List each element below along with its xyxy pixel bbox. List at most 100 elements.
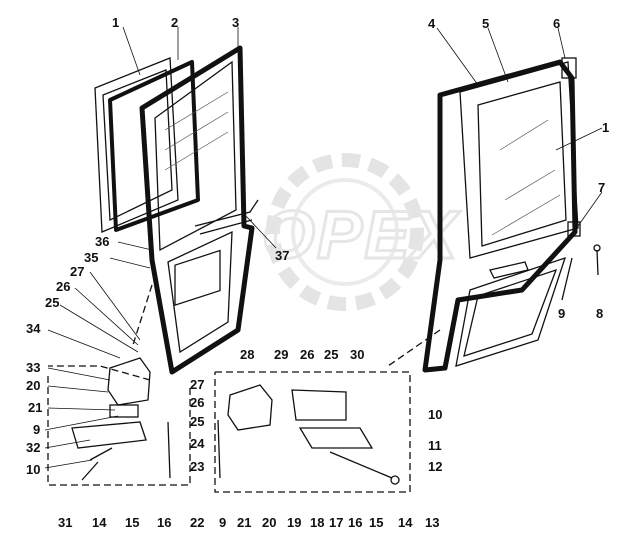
left-door-frame-inner	[154, 60, 237, 252]
callout-15: 15	[125, 515, 139, 530]
right-glass-hatch	[499, 119, 549, 151]
watermark-text: OPEX	[262, 197, 461, 273]
left-glass-hatch	[164, 131, 229, 171]
watermark-gear	[266, 153, 424, 311]
detail-frames	[47, 284, 441, 493]
callout-1: 1	[112, 15, 119, 30]
left-door-assembly	[94, 45, 259, 375]
callout-14-b: 14	[398, 515, 413, 530]
leader-lines	[44, 26, 603, 469]
right-door-handle	[489, 261, 529, 279]
right-lower-hinge	[567, 221, 581, 237]
right-upper-hinge	[561, 57, 577, 79]
watermark-gear-inner	[291, 178, 399, 286]
left-hinge-pin	[81, 461, 99, 481]
left-detail-leader	[131, 284, 153, 349]
callout-24: 24	[190, 436, 205, 451]
callout-8: 8	[596, 306, 603, 321]
callout-10: 10	[26, 462, 40, 477]
right-hinge-plate	[291, 389, 347, 421]
left-seal	[108, 60, 200, 232]
callout-29: 29	[274, 347, 288, 362]
callout-27-b: 27	[190, 377, 204, 392]
callout-32: 32	[26, 440, 40, 455]
left-hinge-bracket	[107, 357, 151, 406]
callout-12: 12	[428, 459, 442, 474]
callout-15-b: 15	[369, 515, 383, 530]
callout-6: 6	[553, 16, 560, 31]
left-glass-panel	[94, 57, 179, 233]
callout-9: 9	[33, 422, 40, 437]
right-vertical-bar	[217, 419, 221, 479]
left-door-frame	[139, 45, 255, 375]
callout-37: 37	[275, 248, 289, 263]
callout-21-b: 21	[237, 515, 251, 530]
right-door-lower-inner	[463, 268, 558, 357]
screw-8	[596, 249, 599, 276]
right-hinge-detail	[217, 384, 400, 485]
callout-7: 7	[598, 180, 605, 195]
callout-3: 3	[232, 15, 239, 30]
right-glass-hatch	[504, 169, 556, 201]
callout-33: 33	[26, 360, 40, 375]
callout-17: 17	[329, 515, 343, 530]
callout-27: 27	[70, 264, 84, 279]
left-hinge-plate	[109, 404, 139, 418]
callout-4: 4	[428, 16, 436, 31]
right-hinge-nut	[390, 475, 400, 485]
callout-34: 34	[26, 321, 41, 336]
callout-20: 20	[26, 378, 40, 393]
left-glass-hatch	[164, 91, 229, 131]
right-glass-panel	[477, 81, 567, 247]
left-hinge-bar	[71, 421, 147, 449]
right-door-frame	[459, 61, 579, 259]
callout-19: 19	[287, 515, 301, 530]
left-glass-hatch	[164, 111, 229, 151]
callout-1-right: 1	[602, 120, 609, 135]
callout-31: 31	[58, 515, 72, 530]
callout-35: 35	[84, 250, 98, 265]
callout-26-c: 26	[190, 395, 204, 410]
right-hinge-bar	[298, 427, 374, 449]
callout-9-right: 9	[558, 306, 565, 321]
left-detail-frame	[47, 365, 191, 486]
callout-10-b: 10	[428, 407, 442, 422]
callout-23: 23	[190, 459, 204, 474]
right-door-seal	[422, 59, 578, 373]
callout-2: 2	[171, 15, 178, 30]
callout-16: 16	[157, 515, 171, 530]
callout-28: 28	[240, 347, 254, 362]
callout-25: 25	[45, 295, 59, 310]
screw-8-head	[593, 244, 601, 252]
right-detail-frame	[214, 371, 411, 493]
callout-22: 22	[190, 515, 204, 530]
left-door-lower-panel	[167, 230, 233, 354]
callout-5: 5	[482, 16, 489, 31]
callout-25-b: 25	[324, 347, 338, 362]
callout-21: 21	[28, 400, 42, 415]
left-door-handle	[194, 199, 259, 235]
callout-26: 26	[56, 279, 70, 294]
callout-36: 36	[95, 234, 109, 249]
callout-13: 13	[425, 515, 439, 530]
right-door-assembly	[422, 57, 601, 373]
callout-30: 30	[350, 347, 364, 362]
left-door-handle-box	[174, 249, 221, 307]
left-glass-panel-inner	[102, 69, 173, 222]
left-hinge-detail	[71, 357, 171, 481]
opex-watermark: OPEX	[261, 153, 461, 311]
left-hinge-bolt	[89, 447, 113, 461]
callout-11: 11	[428, 438, 442, 453]
right-door-lower-panel	[455, 256, 567, 367]
callout-14: 14	[92, 515, 107, 530]
screw-9	[561, 257, 573, 301]
callout-9-b: 9	[219, 515, 226, 530]
right-hinge-screw	[329, 451, 393, 479]
callouts: 1 2 3 4 5 6 1 7 9 8 36 37 35 27 26 25 34…	[26, 15, 609, 530]
callout-26-b: 26	[300, 347, 314, 362]
callout-20-b: 20	[262, 515, 276, 530]
callout-16-b: 16	[348, 515, 362, 530]
right-glass-hatch	[491, 194, 561, 236]
left-vertical-bar	[167, 421, 171, 479]
